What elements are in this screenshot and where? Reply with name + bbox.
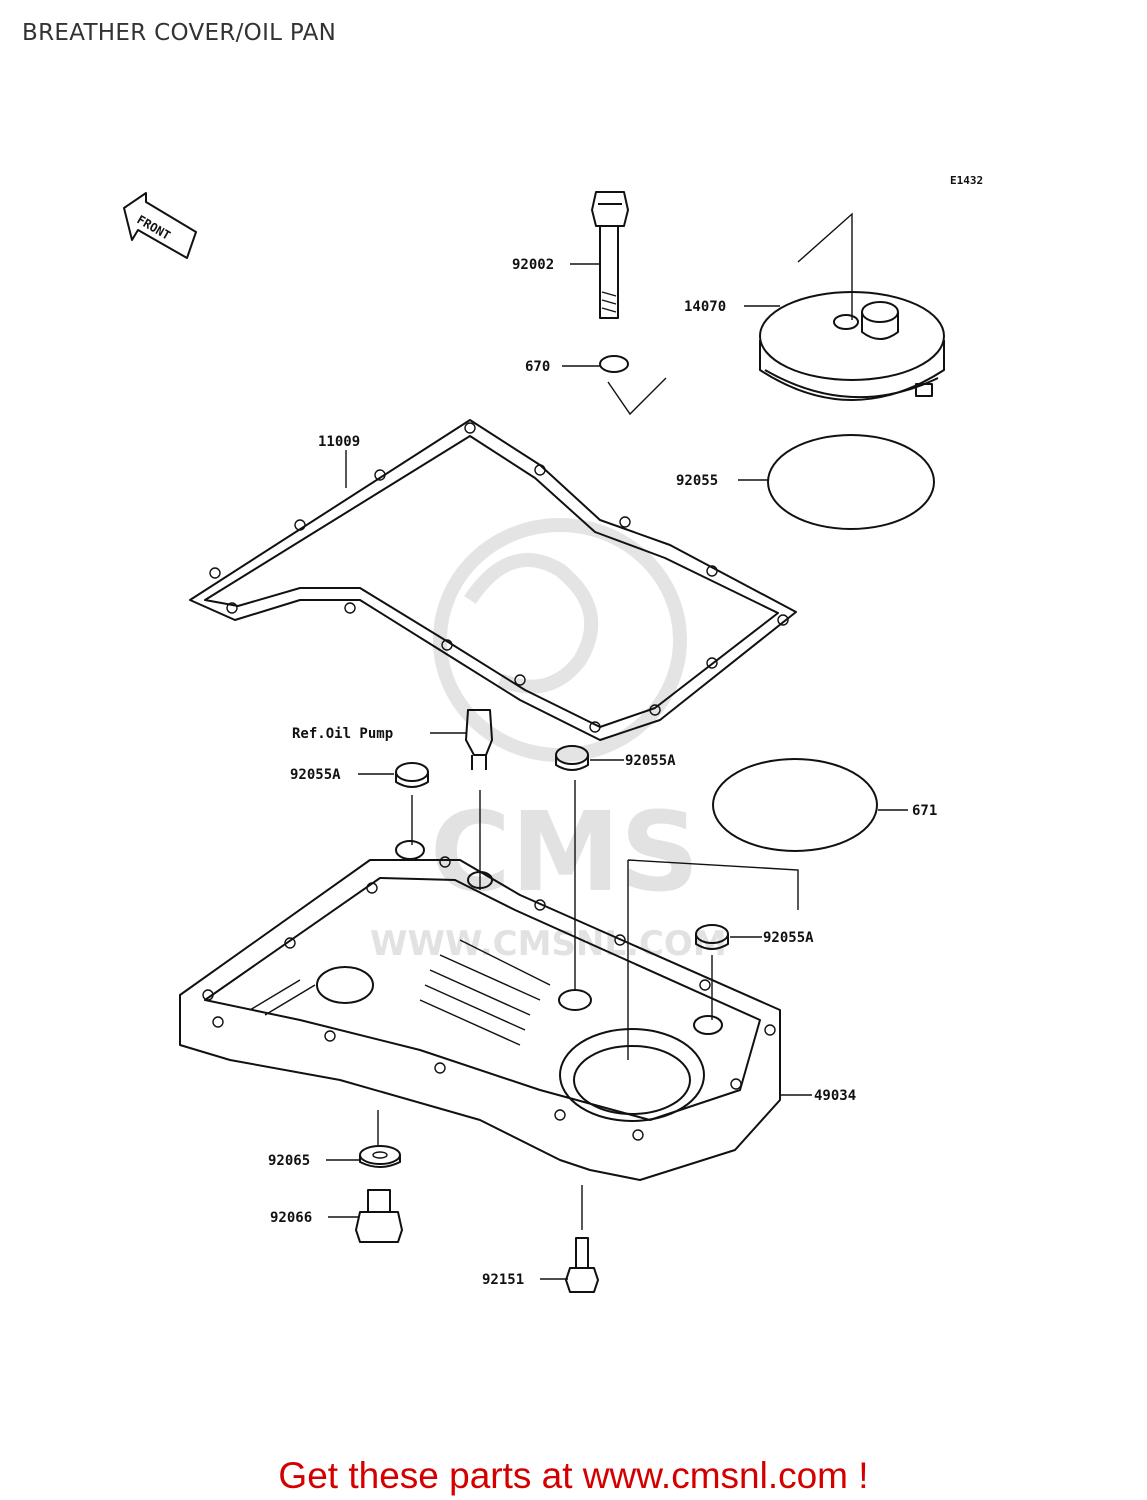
label-92002: 92002 [512, 257, 554, 273]
oil-pan-49034-drawing [179, 840, 781, 1181]
footer-link[interactable]: Get these parts at www.cmsnl.com ! [278, 1455, 869, 1496]
label-92151: 92151 [482, 1272, 524, 1288]
label-92055A-right: 92055A [763, 930, 814, 946]
label-92055: 92055 [676, 473, 718, 489]
breather-cover-14070-drawing [759, 212, 945, 401]
label-14070: 14070 [684, 299, 726, 315]
label-670: 670 [525, 359, 550, 375]
label-92065: 92065 [268, 1153, 310, 1169]
drain-plug-92066-drawing [355, 1189, 403, 1243]
collar-92055A-left-drawing [395, 762, 429, 788]
watermark-logo: CMS WWW.CMSNL.COM [370, 518, 727, 964]
bolt-92151-drawing [565, 1237, 599, 1293]
label-92055A-left: 92055A [290, 767, 341, 783]
collar-92055A-right-drawing [695, 924, 729, 950]
washer-670-drawing [599, 355, 629, 373]
diagram-code: E1432 [950, 174, 983, 187]
watermark-url: WWW.CMSNL.COM [370, 924, 727, 964]
label-92066: 92066 [270, 1210, 312, 1226]
label-671: 671 [912, 803, 937, 819]
oil-pump-fitting-drawing [465, 709, 493, 770]
front-arrow-icon: FRONT [123, 192, 197, 259]
label-ref-oil-pump: Ref.Oil Pump [292, 726, 393, 742]
washer-92065-drawing [359, 1145, 401, 1168]
bolt-92002-drawing [591, 191, 629, 319]
o-ring-671-drawing [712, 758, 878, 852]
page-title: BREATHER COVER/OIL PAN [22, 20, 337, 46]
watermark-text: CMS [430, 788, 699, 916]
label-49034: 49034 [814, 1088, 856, 1104]
label-92055A-mid: 92055A [625, 753, 676, 769]
collar-92055A-mid-drawing [555, 745, 589, 771]
o-ring-92055-drawing [767, 434, 935, 530]
gasket-11009-drawing [189, 419, 797, 741]
label-11009: 11009 [318, 434, 360, 450]
